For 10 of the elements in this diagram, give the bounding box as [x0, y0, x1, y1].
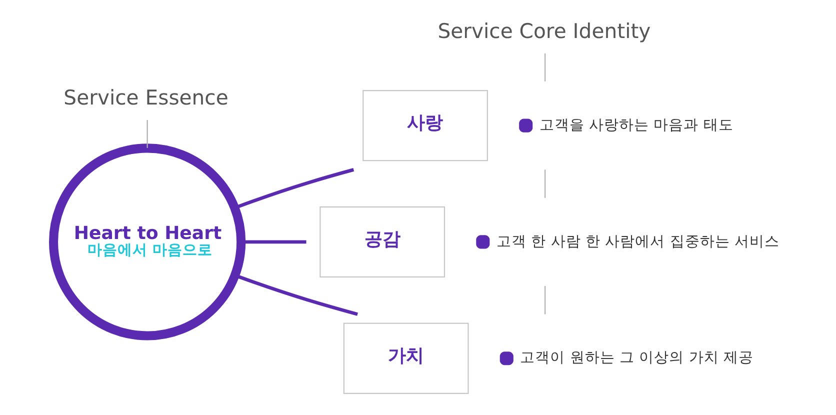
connector	[544, 170, 546, 198]
connector	[544, 286, 546, 314]
connector	[544, 53, 546, 82]
connector	[146, 120, 148, 148]
node-label: 고객이 원하는 그 이상의 가치 제공	[520, 349, 754, 366]
node-label: 고객 한 사람 한 사람에서 집중하는 서비스	[496, 232, 779, 250]
node-text: Service Essence	[63, 86, 228, 110]
node-label: 고객을 사랑하는 마음과 태도	[538, 116, 733, 134]
node-circle: Heart to Heart 마음에서 마음으로	[48, 144, 246, 340]
node-text: Service Core Identity	[437, 18, 650, 43]
